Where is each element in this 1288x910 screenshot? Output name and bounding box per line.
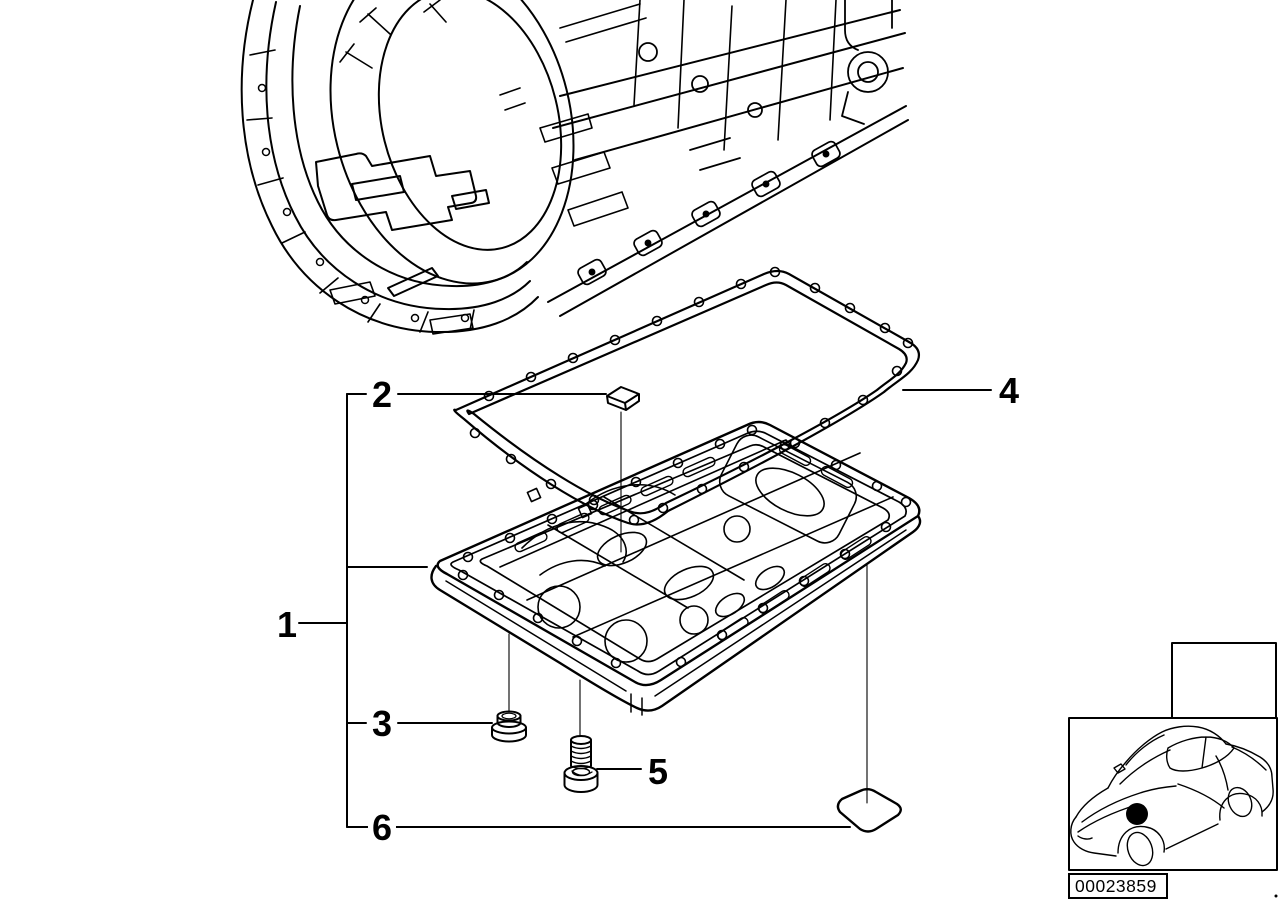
housing-eyelet: [847, 51, 889, 93]
callout-label-2: 2: [371, 374, 393, 415]
seal-patch-drawing: [836, 788, 902, 833]
drain-plug-drawing: [491, 710, 527, 743]
gasket-drawing: [453, 266, 921, 526]
mounting-bolt-drawing: [563, 735, 599, 793]
gasket-outer-edge: [453, 269, 921, 526]
callout-label-3: 3: [371, 703, 393, 744]
part-number-text: 00023859: [1075, 875, 1157, 896]
info-boxes: [1068, 642, 1278, 871]
transmission-housing-drawing: [240, 0, 909, 335]
callout-lines: [298, 389, 992, 828]
bell-housing-outer-rim: [240, 0, 539, 334]
callout-label-6: 6: [367, 810, 397, 846]
callout-label-5: 5: [647, 751, 669, 792]
callout-label-4: 4: [998, 370, 1020, 411]
car-thumbnail-box: [1068, 717, 1278, 871]
gasket-inner-edge: [466, 281, 908, 515]
pan-wall-skirt: [430, 514, 922, 712]
clip-drawing: [606, 386, 640, 411]
car-thumbnail: [1070, 725, 1274, 867]
leader-lines: [508, 411, 868, 804]
gasket-bolt-holes: [469, 266, 914, 526]
callout-label-1: 1: [276, 604, 298, 645]
callout-line-1: [298, 566, 428, 624]
stray-dot: [1274, 894, 1278, 898]
connector-block: [315, 152, 478, 231]
oil-pan-drawing: [430, 420, 922, 716]
small-info-box: [1171, 642, 1277, 719]
car-location-dot: [1126, 803, 1148, 825]
pan-floor-pattern: [499, 434, 894, 663]
part-number-box: 00023859: [1068, 873, 1168, 899]
pan-bolt-holes: [457, 424, 912, 669]
